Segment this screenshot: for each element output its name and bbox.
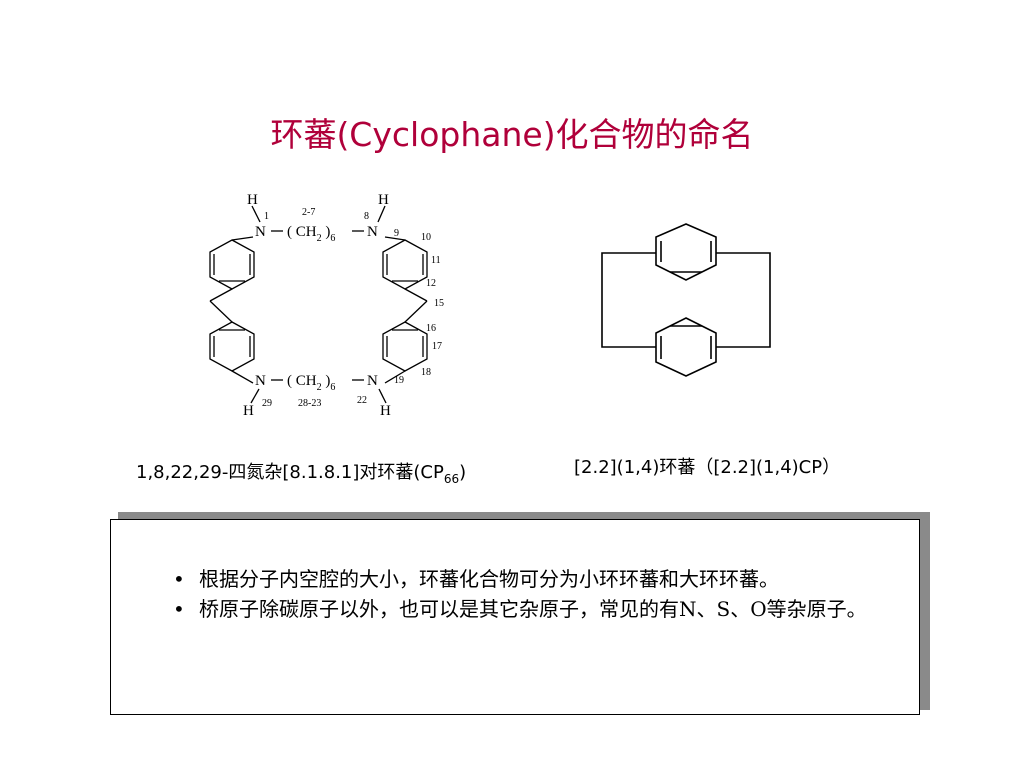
pos-2-7: 2-7: [302, 207, 315, 218]
pos-1: 1: [264, 211, 269, 222]
pos-28-23: 28-23: [298, 398, 321, 409]
pos-11: 11: [431, 255, 441, 266]
ch2-chain-bottom: ( CH2 )6: [287, 373, 335, 393]
bullet-dot: •: [173, 597, 185, 621]
notes-box: •根据分子内空腔的大小，环蕃化合物可分为小环环蕃和大环环蕃。 •桥原子除碳原子以…: [110, 519, 920, 715]
right-structure-caption: [2.2](1,4)环蕃（[2.2](1,4)CP）: [574, 457, 841, 478]
pos-17: 17: [432, 341, 442, 352]
n-top-left: N: [255, 224, 266, 240]
note-item: •根据分子内空腔的大小，环蕃化合物可分为小环环蕃和大环环蕃。: [173, 564, 893, 594]
pos-19: 19: [394, 375, 404, 386]
paracyclophane-structure: [601, 223, 771, 377]
h-bottom-right: H: [380, 403, 391, 419]
h-bottom-left: H: [243, 403, 254, 419]
pos-18: 18: [421, 367, 431, 378]
tetraaza-cyclophane-structure: H H N N N N H H ( CH2 )6 ( CH2 )6 1 2-7 …: [209, 192, 771, 419]
ch2-chain-top: ( CH2 )6: [287, 224, 335, 244]
n-bottom-left: N: [255, 373, 266, 389]
ring-lower: [655, 317, 717, 377]
pos-8: 8: [364, 211, 369, 222]
pos-22: 22: [357, 395, 367, 406]
slide-title: 环蕃(Cyclophane)化合物的命名: [270, 115, 754, 154]
pos-9: 9: [394, 228, 399, 239]
pos-16: 16: [426, 323, 436, 334]
pos-10: 10: [421, 232, 431, 243]
notes-list: •根据分子内空腔的大小，环蕃化合物可分为小环环蕃和大环环蕃。 •桥原子除碳原子以…: [173, 564, 893, 624]
left-structure-caption: 1,8,22,29-四氮杂[8.1.8.1]对环蕃(CP66): [136, 462, 467, 486]
h-top-right: H: [378, 192, 389, 208]
note-item: •桥原子除碳原子以外，也可以是其它杂原子，常见的有N、S、O等杂原子。: [173, 594, 893, 624]
pos-29: 29: [262, 398, 272, 409]
ring-upper: [655, 223, 717, 281]
pos-12: 12: [426, 278, 436, 289]
bullet-dot: •: [173, 567, 185, 591]
pos-15: 15: [434, 298, 444, 309]
h-top-left: H: [247, 192, 258, 208]
n-top-right: N: [367, 224, 378, 240]
n-bottom-right: N: [367, 373, 378, 389]
